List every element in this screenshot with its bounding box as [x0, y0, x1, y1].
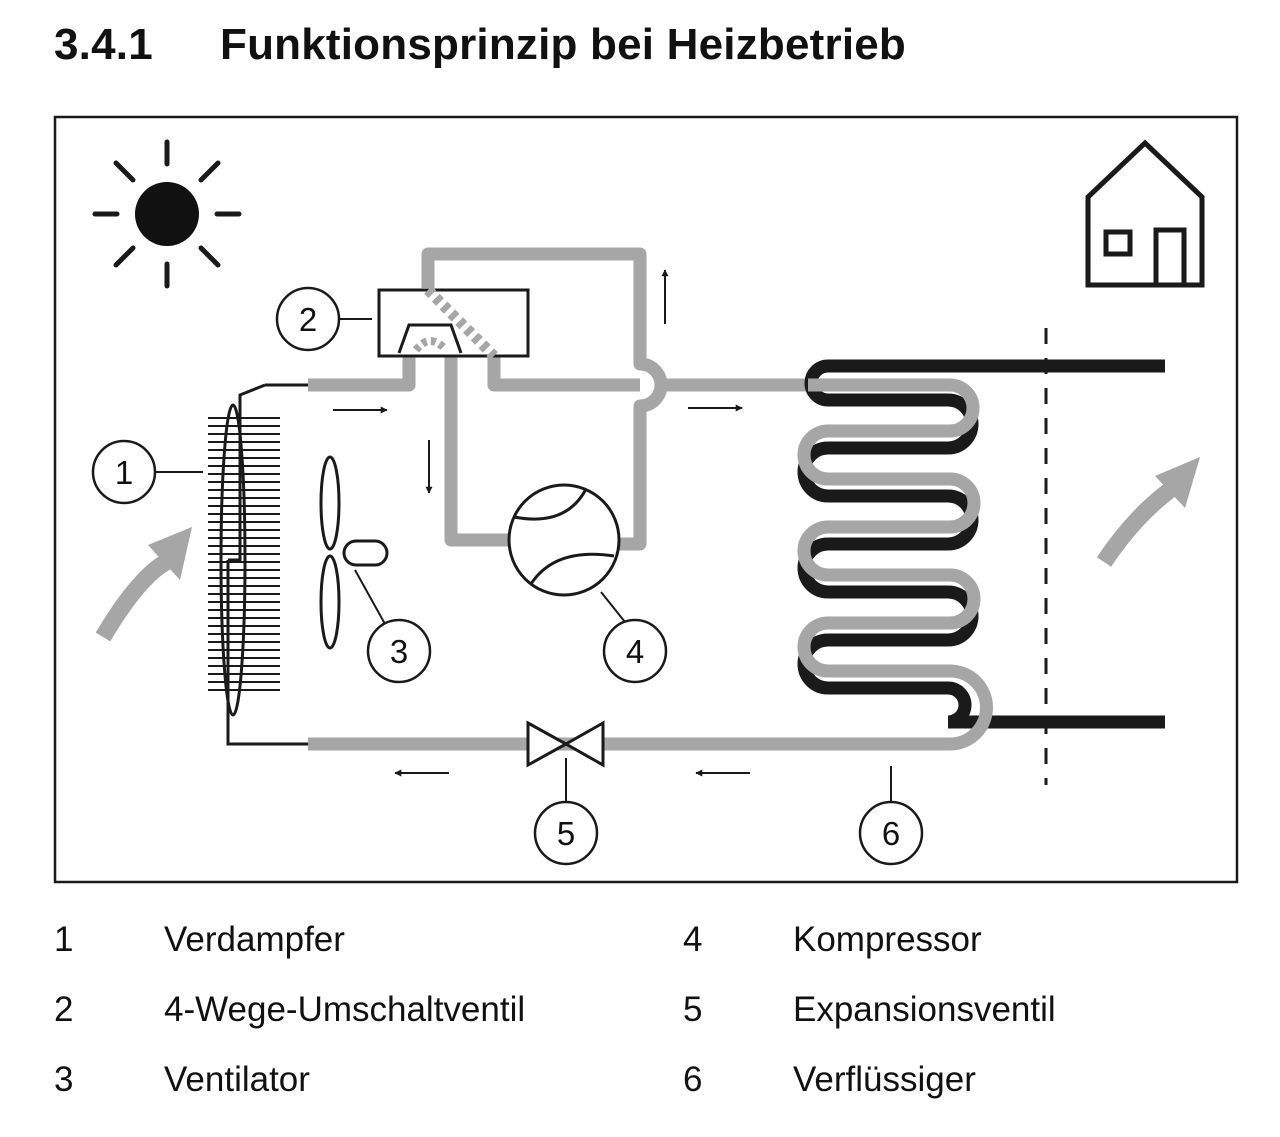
- legend-label: 4-Wege-Umschaltventil: [164, 990, 526, 1029]
- callout-label: 4: [626, 633, 644, 670]
- legend-number: 4: [683, 920, 703, 959]
- flow-arrows: [333, 269, 750, 777]
- condenser-coil: [797, 359, 1165, 751]
- callout-label: 6: [882, 815, 900, 852]
- house-icon: [1085, 139, 1205, 288]
- airflow-out-arrow: [1096, 457, 1200, 567]
- callout-3: 3: [354, 569, 432, 684]
- callout-6: 6: [858, 766, 924, 866]
- refrigerant-circuit: [308, 247, 808, 751]
- expansion-valve: [526, 720, 605, 768]
- legend-number: 6: [683, 1060, 703, 1099]
- callout-label: 2: [299, 301, 317, 338]
- sun-icon: [92, 139, 242, 289]
- callout-2: 2: [275, 286, 372, 352]
- diagram-frame: [53, 115, 1239, 884]
- section-number: 3.4.1: [54, 20, 153, 69]
- legend-label: Verflüssiger: [793, 1060, 976, 1099]
- legend-number: 2: [54, 990, 74, 1029]
- callout-1: 1: [91, 439, 203, 505]
- legend-label: Ventilator: [164, 1060, 310, 1099]
- four-way-valve: [377, 286, 530, 360]
- evaporator-coil: [208, 383, 308, 746]
- callout-label: 3: [390, 633, 408, 670]
- callout-label: 5: [557, 815, 575, 852]
- legend-number: 1: [54, 920, 74, 959]
- section-title: Funktionsprinzip bei Heizbetrieb: [220, 20, 906, 69]
- compressor-icon: [507, 483, 621, 597]
- callout-4: 4: [600, 591, 668, 684]
- legend-label: Kompressor: [793, 920, 982, 959]
- fan-icon: [319, 455, 389, 650]
- legend-number: 5: [683, 990, 703, 1029]
- legend-label: Verdampfer: [164, 920, 345, 959]
- callout-label: 1: [115, 454, 133, 491]
- airflow-in-arrow: [95, 527, 192, 642]
- legend-number: 3: [54, 1060, 74, 1099]
- callouts: 1 2 3 4 5 6: [91, 286, 924, 866]
- legend-label: Expansionsventil: [793, 990, 1056, 1029]
- callout-5: 5: [533, 758, 599, 866]
